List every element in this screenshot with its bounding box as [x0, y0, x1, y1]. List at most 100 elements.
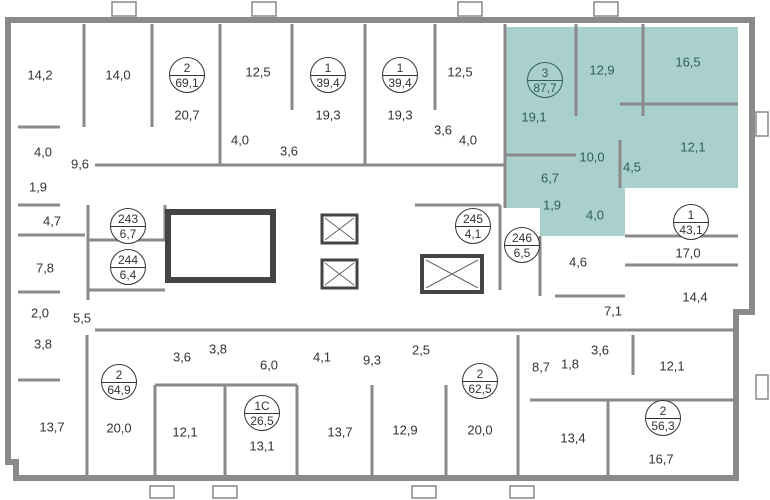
room-area-label: 1,9: [28, 179, 48, 195]
storage-area: 6,5: [513, 245, 531, 260]
room-area-label: 4,0: [230, 132, 250, 148]
room-area-label: 12,1: [659, 358, 685, 374]
apartment-area: 26,5: [250, 413, 274, 428]
room-area-label: 14,4: [682, 289, 708, 305]
apartment-3-highlight[interactable]: [505, 27, 738, 236]
room-area-label: 12,1: [680, 139, 706, 155]
apartment-area: 56,3: [651, 418, 675, 433]
balcony: [593, 1, 619, 17]
room-area-label: 19,3: [387, 107, 413, 123]
room-area-label: 16,5: [675, 54, 701, 70]
room-area-label: 13,4: [560, 430, 586, 446]
balcony: [755, 374, 769, 400]
apartment-area: 64,9: [107, 382, 131, 397]
storage-number: 246: [505, 231, 539, 246]
room-area-label: 3,6: [279, 143, 299, 159]
elevator: [320, 258, 359, 290]
storage-area: 4,1: [464, 226, 482, 241]
balcony: [212, 485, 238, 499]
room-area-label: 4,5: [622, 159, 642, 175]
elevator: [420, 254, 484, 294]
room-area-label: 1,9: [542, 197, 562, 213]
room-area-label: 3,6: [433, 122, 453, 138]
room-area-label: 20,7: [174, 107, 200, 123]
room-area-label: 12,1: [172, 424, 198, 440]
room-count: 2: [463, 367, 497, 382]
room-area-label: 6,0: [259, 357, 279, 373]
room-count: 2: [170, 61, 204, 76]
room-area-label: 19,3: [315, 107, 341, 123]
room-area-label: 4,7: [42, 213, 62, 229]
room-count: 3: [528, 66, 562, 81]
room-area-label: 13,7: [327, 424, 353, 440]
apartment-area: 39,4: [316, 75, 340, 90]
room-area-label: 2,5: [411, 342, 431, 358]
room-area-label: 2,0: [30, 305, 50, 321]
storage-number: 245: [456, 212, 490, 227]
room-area-label: 3,8: [33, 336, 53, 352]
balcony: [149, 485, 175, 499]
room-area-label: 10,0: [579, 149, 605, 165]
room-area-label: 12,9: [589, 62, 615, 78]
room-area-label: 4,6: [568, 254, 588, 270]
room-area-label: 16,7: [648, 451, 674, 467]
balcony: [111, 1, 137, 17]
room-area-label: 14,2: [27, 67, 53, 83]
room-count: 2: [102, 368, 136, 383]
apartment-area: 87,7: [533, 80, 557, 95]
apartment-area: 43,1: [679, 222, 703, 237]
room-area-label: 7,8: [35, 260, 55, 276]
room-area-label: 9,6: [70, 156, 90, 172]
storage-number: 244: [111, 253, 145, 268]
balcony: [755, 111, 769, 137]
room-area-label: 12,5: [245, 64, 271, 80]
room-area-label: 3,6: [172, 349, 192, 365]
room-area-label: 12,9: [392, 422, 418, 438]
apartment-area: 69,1: [175, 75, 199, 90]
room-area-label: 4,1: [312, 349, 332, 365]
balcony: [411, 485, 437, 499]
room-area-label: 19,1: [521, 109, 547, 125]
storage-number: 243: [111, 212, 145, 227]
balcony: [457, 1, 483, 17]
room-area-label: 20,0: [467, 422, 493, 438]
apartment-area: 39,4: [388, 75, 412, 90]
apartment-area: 62,5: [468, 381, 492, 396]
room-area-label: 3,8: [208, 341, 228, 357]
room-area-label: 13,7: [39, 419, 65, 435]
room-area-label: 20,0: [106, 420, 132, 436]
room-area-label: 12,5: [447, 64, 473, 80]
room-count: 1: [311, 61, 345, 76]
room-count: 1С: [245, 399, 279, 414]
storage-area: 6,4: [119, 267, 137, 282]
staircase: [165, 209, 276, 283]
room-area-label: 6,7: [540, 170, 560, 186]
room-area-label: 9,3: [362, 352, 382, 368]
room-area-label: 17,0: [675, 245, 701, 261]
room-area-label: 13,1: [249, 438, 275, 454]
room-count: 2: [646, 404, 680, 419]
room-area-label: 8,7: [531, 359, 551, 375]
room-area-label: 3,6: [590, 342, 610, 358]
storage-area: 6,7: [119, 226, 137, 241]
balcony: [509, 485, 535, 499]
room-area-label: 7,1: [603, 303, 623, 319]
room-count: 1: [674, 208, 708, 223]
elevator: [320, 213, 359, 245]
room-area-label: 1,8: [560, 356, 580, 372]
